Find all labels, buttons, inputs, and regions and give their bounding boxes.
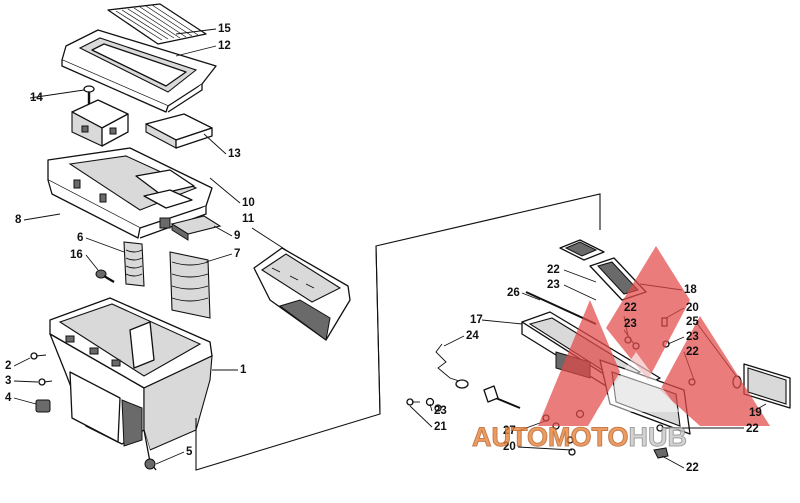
part-5-drain: [144, 458, 156, 470]
watermark-hub: HUB: [628, 422, 688, 452]
callout-13: 13: [228, 148, 241, 160]
assembly-connector-frame: [195, 193, 601, 471]
callout-22-a: 22: [547, 264, 560, 276]
callout-20-a: 20: [686, 302, 699, 314]
part-16-screw: [95, 269, 115, 284]
callout-2: 2: [5, 360, 12, 372]
watermark-moto: MOTO: [548, 422, 629, 452]
callout-10: 10: [242, 197, 255, 209]
part-19-filter: [743, 363, 791, 409]
callout-18: 18: [684, 284, 697, 296]
callout-19: 19: [749, 407, 762, 419]
part-24-wire-latch: [435, 343, 469, 389]
callout-22-c: 22: [686, 346, 699, 358]
logo-triangle-apex: [606, 246, 690, 380]
part-1-airbox: [49, 297, 213, 471]
part-9-foam: [170, 215, 222, 241]
callout-3: 3: [5, 375, 12, 387]
callout-6: 6: [77, 232, 84, 244]
callout-23-c: 23: [686, 331, 699, 343]
callout-15: 15: [218, 23, 231, 35]
callout-25: 25: [686, 316, 699, 328]
part-13-filter-pad: [145, 113, 213, 149]
callout-23-a: 23: [547, 279, 560, 291]
part-junction-block: [71, 99, 129, 147]
callout-1: 1: [240, 364, 247, 376]
callout-22-e: 22: [686, 462, 699, 474]
callout-23-b: 23: [624, 318, 637, 330]
callout-27: 27: [503, 425, 516, 437]
callout-7: 7: [234, 248, 241, 260]
callout-16: 16: [70, 249, 83, 261]
watermark-auto: AUTO: [471, 422, 549, 452]
part-8-tray: [47, 147, 213, 239]
callout-26: 26: [507, 287, 520, 299]
callout-20-b: 20: [503, 441, 516, 453]
watermark-logo: [538, 246, 770, 426]
part-6-filter: [123, 241, 145, 287]
part-11-duct: [253, 247, 351, 341]
callout-12: 12: [218, 40, 231, 52]
part-2-screw: [30, 352, 47, 360]
callout-9: 9: [234, 230, 241, 242]
part-7-filter: [169, 251, 211, 319]
part-12-lid-frame: [61, 29, 217, 113]
callout-11: 11: [242, 213, 255, 225]
callout-17: 17: [470, 314, 483, 326]
part-3-screw: [38, 378, 53, 386]
logo-triangle-right: [660, 316, 770, 426]
callout-4: 4: [5, 392, 12, 404]
callout-5: 5: [186, 446, 193, 458]
callout-14: 14: [30, 92, 43, 104]
callout-24: 24: [466, 330, 479, 342]
callout-23-d: 23: [434, 405, 447, 417]
part-4-grommet: [35, 399, 51, 413]
callout-8: 8: [15, 214, 22, 226]
part-15-vent-panel: [107, 3, 207, 45]
watermark-text: AUTOMOTOHUB: [471, 422, 688, 452]
callout-22-b: 22: [624, 302, 637, 314]
callout-21: 21: [434, 421, 447, 433]
callout-22-d: 22: [746, 423, 759, 435]
logo-triangle-left: [538, 300, 620, 426]
